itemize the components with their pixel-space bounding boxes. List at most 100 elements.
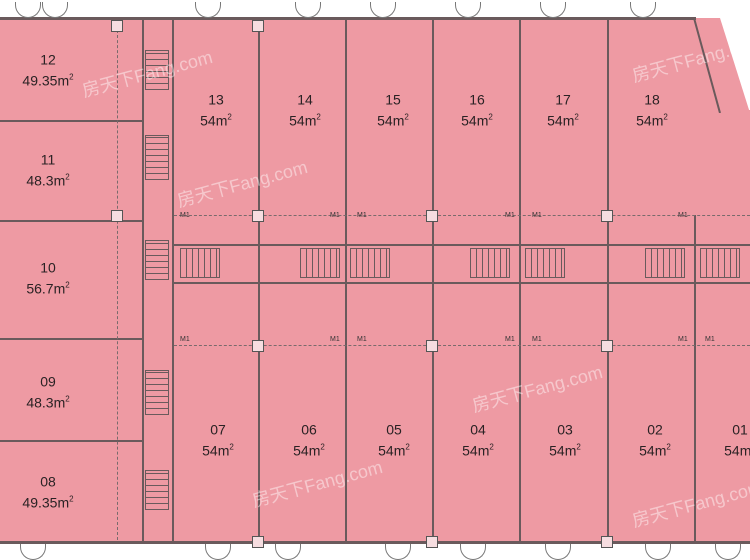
unit-number: 01: [732, 421, 748, 438]
unit-area: 54: [200, 112, 216, 129]
stairs: [700, 248, 740, 278]
unit-suffix: m: [392, 112, 405, 129]
unit-area: 54: [636, 112, 652, 129]
partition: [258, 18, 260, 543]
door-tag: M1: [532, 212, 542, 219]
door: [275, 544, 301, 560]
unit-number: 18: [644, 91, 660, 108]
partition: [0, 338, 143, 340]
unit-suffix: m: [476, 112, 489, 129]
column: [426, 340, 438, 352]
unit-number: 07: [210, 421, 226, 438]
axis-line: [174, 215, 750, 216]
partition: [519, 18, 521, 543]
column: [426, 210, 438, 222]
unit-suffix: m: [562, 112, 575, 129]
column: [252, 20, 264, 32]
unit-number: 04: [470, 421, 486, 438]
column: [252, 536, 264, 548]
door-tag: M1: [532, 336, 542, 343]
door: [195, 2, 221, 18]
axis-line: [174, 345, 750, 346]
unit-area: 49.35: [22, 72, 58, 89]
stairs: [300, 248, 340, 278]
partition: [0, 120, 143, 122]
door-tag: M1: [330, 212, 340, 219]
stairs: [645, 248, 685, 278]
unit-area: 56.7: [26, 280, 54, 297]
door: [540, 2, 566, 18]
unit-suffix: m: [57, 494, 70, 511]
stairs: [145, 470, 169, 510]
unit-number: 17: [555, 91, 571, 108]
top-wall: [0, 17, 696, 20]
partition: [0, 440, 143, 442]
unit-area: 48.3: [26, 172, 54, 189]
door: [385, 544, 411, 560]
unit-suffix: m: [739, 442, 750, 459]
unit-suffix: m: [215, 112, 228, 129]
door: [630, 2, 656, 18]
unit-number: 08: [40, 473, 56, 490]
unit-number: 03: [557, 421, 573, 438]
door: [15, 2, 41, 18]
unit-number: 12: [40, 51, 56, 68]
door: [455, 2, 481, 18]
partition: [0, 220, 143, 222]
column: [601, 340, 613, 352]
unit-area: 54: [289, 112, 305, 129]
slanted-wall: [690, 18, 750, 113]
door: [42, 2, 68, 18]
unit-suffix: m: [651, 112, 664, 129]
partition: [142, 18, 144, 543]
column: [601, 210, 613, 222]
column: [252, 210, 264, 222]
unit-suffix: m: [308, 442, 321, 459]
stairs: [145, 135, 169, 180]
column: [111, 210, 123, 222]
stairs: [145, 50, 169, 90]
unit-suffix: m: [53, 394, 66, 411]
column: [252, 340, 264, 352]
partition: [607, 18, 609, 543]
stairs: [525, 248, 565, 278]
partition: [432, 18, 434, 543]
door-tag: M1: [705, 336, 715, 343]
unit-number: 15: [385, 91, 401, 108]
stairs: [180, 248, 220, 278]
column: [111, 20, 123, 32]
bottom-wall: [0, 541, 750, 544]
unit-suffix: m: [53, 280, 66, 297]
door-tag: M1: [330, 336, 340, 343]
unit-01[interactable]: 0154m2: [724, 421, 750, 460]
door: [205, 544, 231, 560]
door: [20, 544, 46, 560]
stairs: [145, 370, 169, 415]
unit-number: 16: [469, 91, 485, 108]
door-tag: M1: [180, 212, 190, 219]
unit-suffix: m: [477, 442, 490, 459]
stairs: [145, 240, 169, 280]
unit-area: 54: [639, 442, 655, 459]
unit-area: 54: [377, 112, 393, 129]
axis-line: [117, 20, 118, 540]
door: [545, 544, 571, 560]
